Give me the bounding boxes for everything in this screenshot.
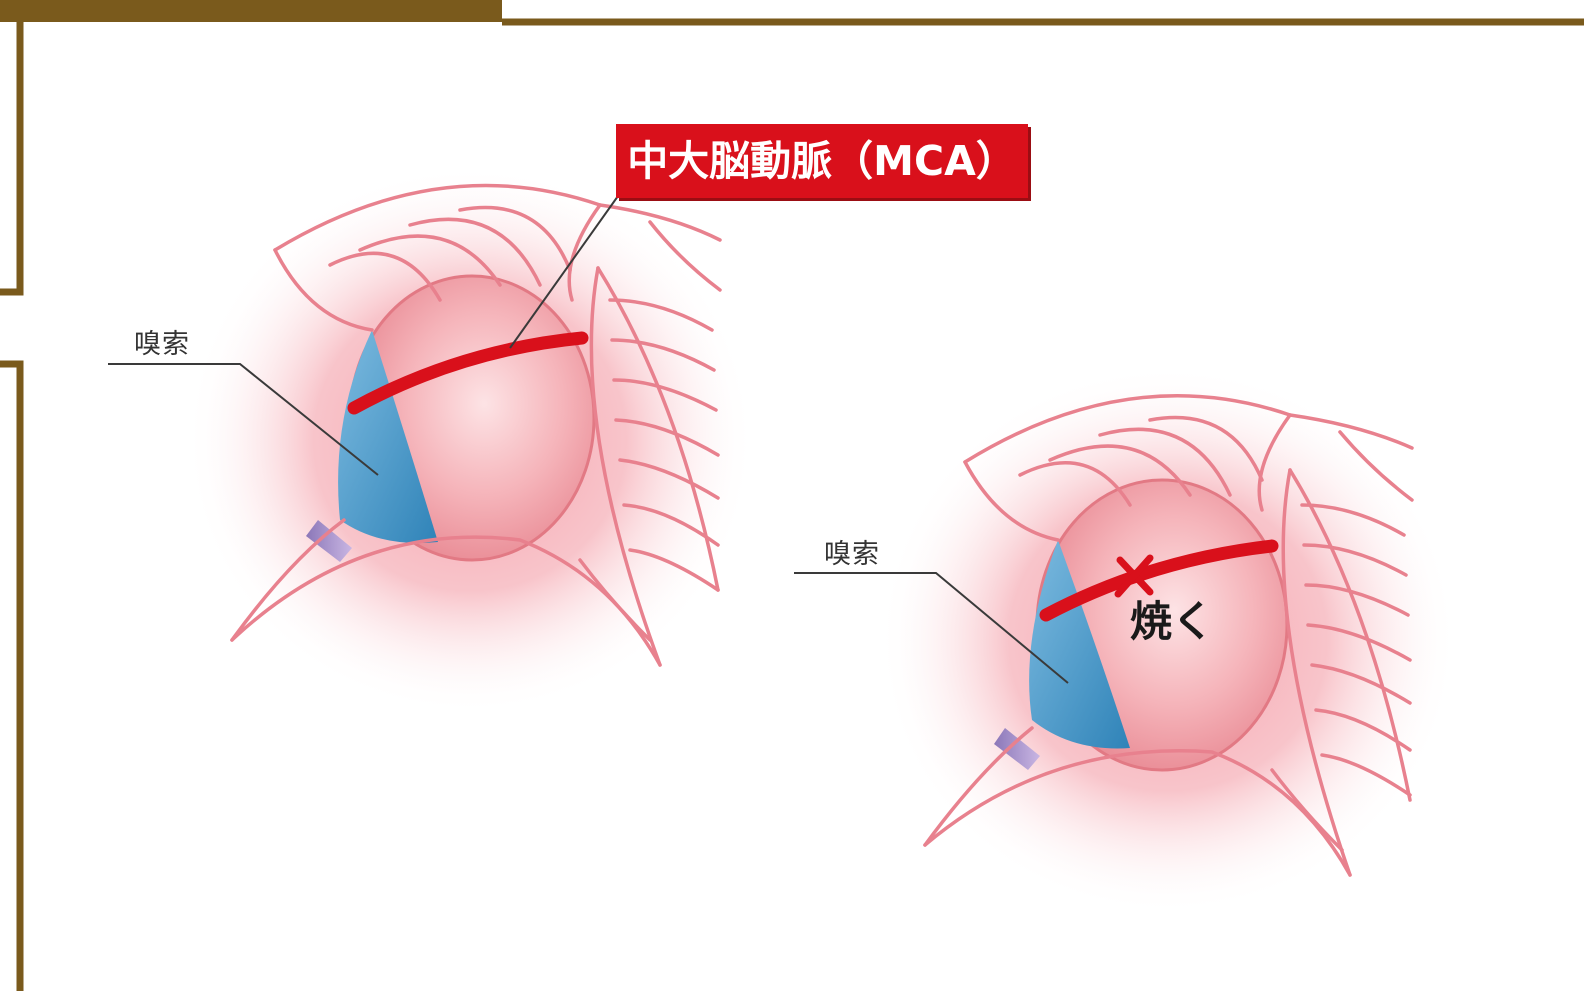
right-surgical-view bbox=[794, 365, 1458, 915]
olfactory-tract-label-left: 嗅索 bbox=[134, 322, 190, 361]
left-surgical-view bbox=[108, 165, 755, 715]
olfactory-tract-label-right: 嗅索 bbox=[824, 532, 880, 571]
mca-label: 中大脳動脈（MCA） bbox=[616, 124, 1028, 198]
burn-label: 焼く bbox=[1130, 588, 1214, 649]
